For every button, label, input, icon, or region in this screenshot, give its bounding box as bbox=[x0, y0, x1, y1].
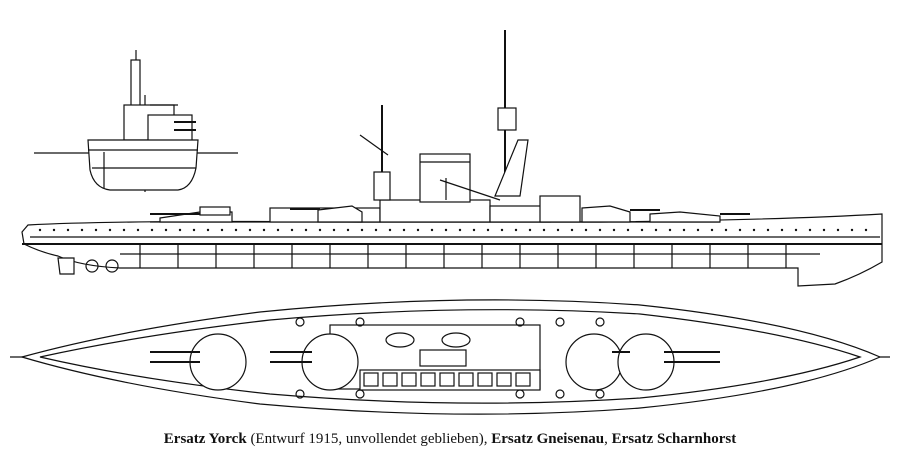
plan-view bbox=[10, 299, 890, 415]
side-elevation-view bbox=[21, 30, 883, 287]
caption-note: (Entwurf 1915, unvollendet geblieben), bbox=[246, 431, 492, 447]
caption-ship-2: Ersatz Gneisenau bbox=[491, 431, 605, 447]
cross-section-view bbox=[34, 50, 238, 192]
caption-ship-1: Ersatz Yorck bbox=[163, 431, 247, 447]
ship-plan-drawing bbox=[10, 30, 890, 415]
caption-ship-3: Ersatz Scharnhorst bbox=[611, 431, 737, 447]
figure-caption: Ersatz Yorck (Entwurf 1915, unvollendet … bbox=[0, 431, 900, 448]
caption-sep: , bbox=[604, 431, 612, 447]
